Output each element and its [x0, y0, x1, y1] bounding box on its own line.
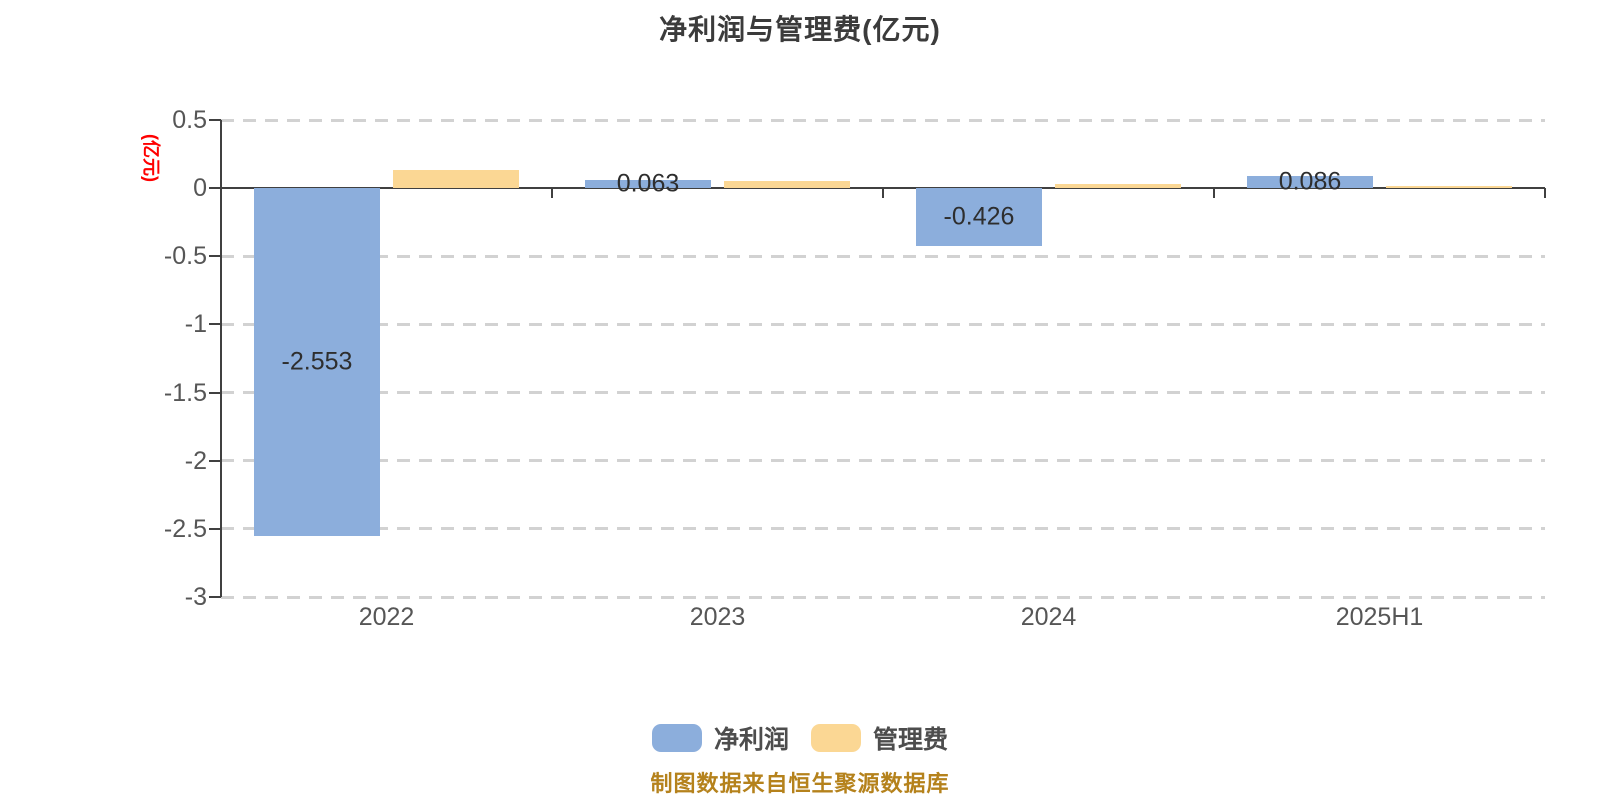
bar-value-label-2025H1: 0.086 — [1278, 167, 1342, 196]
y-axis-tick — [209, 119, 221, 121]
gridline-y--0.5 — [221, 254, 1545, 258]
gridline-y--2.5 — [221, 527, 1545, 531]
y-tick-label: -0.5 — [163, 242, 207, 271]
x-tick-label-2025H1: 2025H1 — [1335, 603, 1424, 631]
x-axis-tick — [551, 188, 553, 199]
bar-value-label-2022: -2.553 — [281, 347, 353, 376]
bar-value-label-2023: 0.063 — [616, 169, 680, 198]
x-tick-label-2022: 2022 — [358, 603, 415, 631]
bar-net-profit-2024 — [916, 188, 1042, 247]
chart-title: 净利润与管理费(亿元) — [659, 14, 941, 45]
y-axis-tick — [209, 527, 221, 530]
legend-label-management-fee: 管理费 — [873, 726, 949, 754]
bar-management-fee-2025H1 — [1386, 185, 1512, 189]
bar-net-profit-2022 — [254, 188, 380, 537]
gridline-y--1.5 — [221, 391, 1545, 395]
bar-management-fee-2024 — [1055, 183, 1181, 189]
gridline-y--2 — [221, 459, 1545, 463]
y-tick-label: 0 — [193, 174, 207, 203]
x-axis-tick — [882, 188, 884, 199]
bar-net-profit-2025H1 — [1247, 176, 1373, 189]
y-axis-tick — [209, 187, 221, 190]
y-tick-label: -3 — [184, 583, 207, 611]
gridline-y-0.5 — [221, 118, 1545, 122]
y-tick-label: -2 — [184, 446, 207, 475]
y-axis-tick — [209, 596, 221, 598]
y-tick-label: -1 — [184, 310, 207, 339]
y-axis-tick — [209, 459, 221, 462]
legend-label-net-profit: 净利润 — [713, 726, 789, 754]
data-source-footer: 制图数据来自恒生聚源数据库 — [650, 771, 950, 796]
y-tick-label: -1.5 — [163, 378, 207, 407]
management-fee-swatch-icon — [811, 724, 861, 752]
legend-item-net-profit: 净利润 — [651, 720, 789, 756]
bar-net-profit-2023 — [585, 179, 711, 189]
net-profit-swatch-icon — [651, 724, 702, 752]
y-axis-tick — [209, 391, 221, 394]
y-tick-label: -2.5 — [163, 514, 207, 543]
bar-management-fee-2022 — [393, 170, 519, 189]
y-axis-tick — [209, 255, 221, 258]
bar-value-label-2024: -0.426 — [943, 202, 1015, 231]
gridline-y--1 — [221, 322, 1545, 326]
y-axis-tick — [209, 323, 221, 326]
legend-item-management-fee: 管理费 — [811, 720, 948, 756]
y-tick-label: 0.5 — [172, 106, 207, 134]
x-axis-tick — [1544, 188, 1546, 199]
bar-management-fee-2023 — [724, 180, 850, 189]
y-axis-line — [220, 120, 222, 597]
x-tick-label-2023: 2023 — [689, 603, 746, 631]
x-tick-label-2024: 2024 — [1020, 603, 1077, 631]
gridline-y--3 — [221, 595, 1545, 599]
x-axis-tick — [1213, 188, 1215, 199]
legend: 净利润 管理费 — [0, 720, 1600, 756]
